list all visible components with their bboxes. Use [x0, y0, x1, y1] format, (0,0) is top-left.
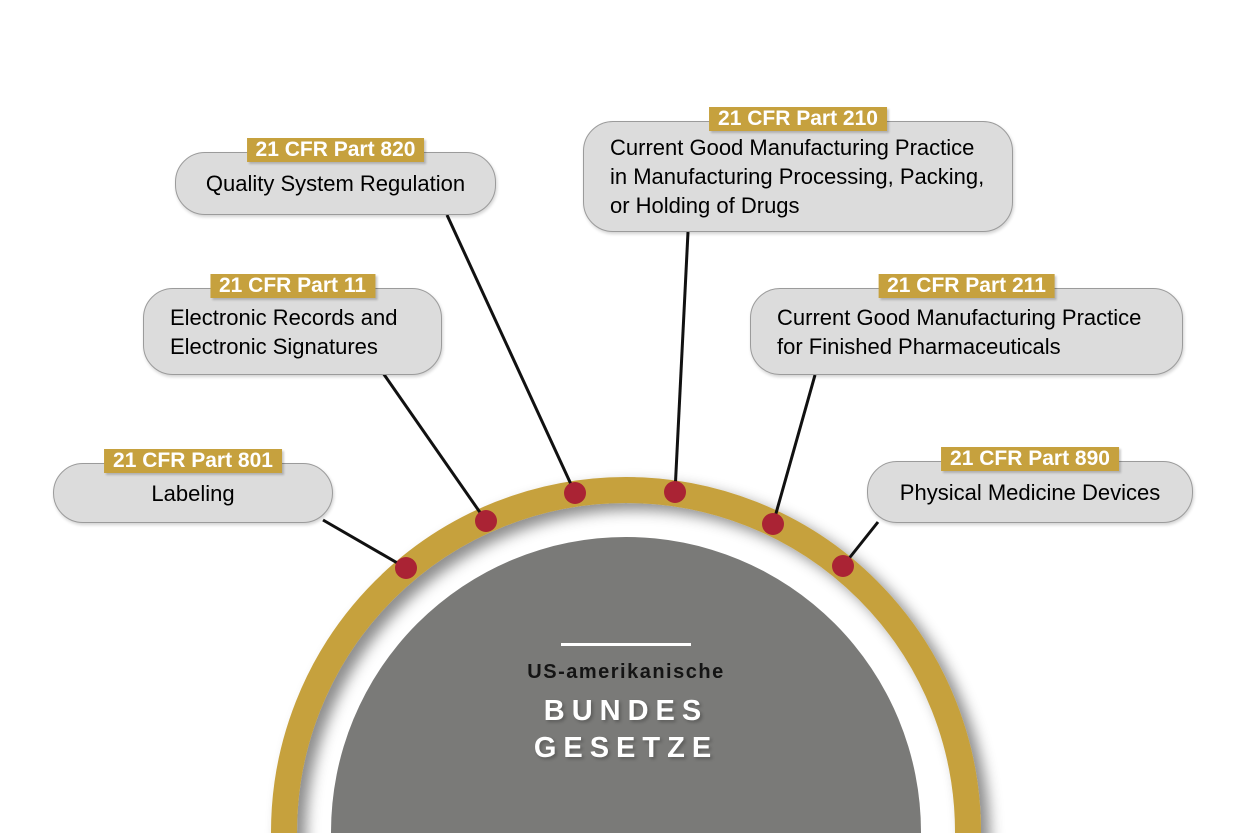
marker-dot-part-820: [564, 482, 586, 504]
center-title-line2: GESETZE: [533, 732, 719, 764]
marker-dot-part-210: [664, 481, 686, 503]
callout-tag-part-801: 21 CFR Part 801: [104, 449, 282, 473]
marker-dot-part-211: [762, 513, 784, 535]
gold-ring: [271, 477, 981, 833]
callout-part-11: Electronic Records and Electronic Signat…: [143, 274, 442, 375]
callout-tag-part-11: 21 CFR Part 11: [209, 274, 376, 298]
marker-dot-part-11: [475, 510, 497, 532]
connector-line-part-11: [381, 372, 488, 522]
marker-dot-part-801: [395, 557, 417, 579]
callout-part-890: Physical Medicine Devices 21 CFR Part 89…: [867, 447, 1193, 523]
callout-part-820: Quality System Regulation 21 CFR Part 82…: [175, 138, 496, 215]
marker-dot-part-890: [832, 555, 854, 577]
callout-tag-part-210: 21 CFR Part 210: [709, 107, 887, 131]
connector-line-part-210: [673, 231, 690, 493]
callout-box-part-801: Labeling: [53, 463, 333, 523]
center-circle: [331, 537, 921, 833]
center-divider-line: [561, 643, 691, 646]
callout-box-part-11: Electronic Records and Electronic Signat…: [143, 288, 442, 375]
callout-box-part-210: Current Good Manufacturing Practice in M…: [583, 121, 1013, 232]
callout-part-801: Labeling 21 CFR Part 801: [53, 449, 333, 523]
center-eyebrow-text: US-amerikanische: [527, 661, 725, 683]
callout-part-210: Current Good Manufacturing Practice in M…: [583, 107, 1013, 232]
callout-tag-part-211: 21 CFR Part 211: [878, 274, 1055, 298]
center-label: US-amerikanische BUNDES GESETZE: [466, 643, 786, 767]
callout-tag-part-820: 21 CFR Part 820: [246, 138, 425, 162]
callout-box-part-890: Physical Medicine Devices: [867, 461, 1193, 523]
callout-tag-part-890: 21 CFR Part 890: [941, 447, 1119, 471]
center-title-line1: BUNDES: [543, 695, 709, 727]
connector-line-part-211: [771, 374, 817, 525]
connector-line-part-801: [322, 518, 407, 570]
callout-box-part-211: Current Good Manufacturing Practice for …: [750, 288, 1183, 375]
callout-part-211: Current Good Manufacturing Practice for …: [750, 274, 1183, 375]
connector-line-part-820: [445, 214, 577, 494]
